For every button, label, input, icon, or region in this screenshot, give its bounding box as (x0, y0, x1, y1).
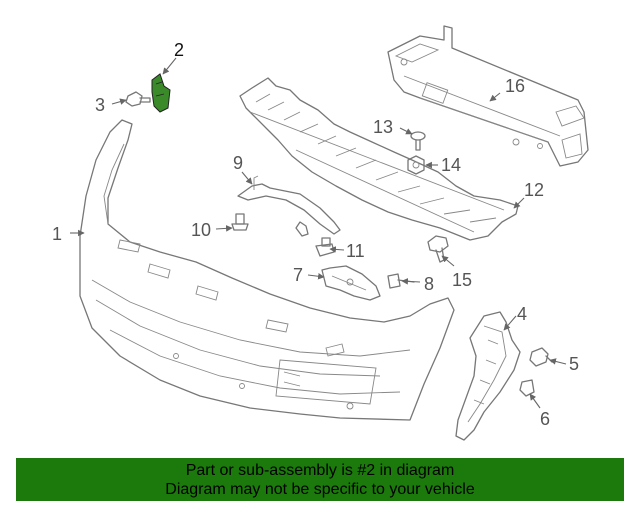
reinforcement-beam-part-16[interactable] (387, 25, 589, 167)
callout-10: 10 (191, 220, 211, 240)
callout-7: 7 (293, 265, 303, 285)
callout-2: 2 (174, 40, 184, 60)
callout-9: 9 (233, 153, 243, 173)
callout-5: 5 (569, 354, 579, 374)
clip-part-11[interactable] (315, 237, 335, 257)
leader-lines (70, 57, 567, 409)
parts-diagram: 1 2 3 4 5 6 7 8 9 10 11 12 13 14 15 16 (52, 25, 589, 441)
bracket-part-9[interactable] (237, 175, 341, 237)
callout-15: 15 (452, 270, 472, 290)
clip-part-6[interactable] (519, 379, 535, 397)
callout-16: 16 (505, 76, 525, 96)
side-bracket-part-4[interactable] (455, 311, 521, 441)
bracket-part-7[interactable] (321, 265, 381, 301)
clip-part-10[interactable] (231, 213, 249, 231)
callout-8: 8 (424, 274, 434, 294)
bolt-part-13[interactable] (410, 131, 426, 151)
bolt-part-5[interactable] (529, 347, 553, 367)
callout-1: 1 (52, 224, 62, 244)
callout-11: 11 (346, 241, 365, 261)
nut-part-14[interactable] (407, 155, 425, 175)
screw-part-3[interactable] (125, 91, 151, 107)
callout-12: 12 (524, 180, 544, 200)
bumper-cover-part-1[interactable] (79, 119, 455, 421)
highlighted-bracket-part-2[interactable] (151, 73, 171, 113)
callout-3: 3 (95, 95, 105, 115)
energy-absorber-part-12[interactable] (239, 77, 519, 241)
diagram-notice-banner: Part or sub-assembly is #2 in diagram Di… (16, 458, 624, 501)
callout-13: 13 (373, 117, 393, 137)
notice-line-2: Diagram may not be specific to your vehi… (165, 480, 475, 498)
callout-4: 4 (517, 304, 527, 324)
notice-line-1: Part or sub-assembly is #2 in diagram (185, 461, 455, 479)
callout-14: 14 (441, 155, 461, 175)
callout-6: 6 (540, 409, 550, 429)
